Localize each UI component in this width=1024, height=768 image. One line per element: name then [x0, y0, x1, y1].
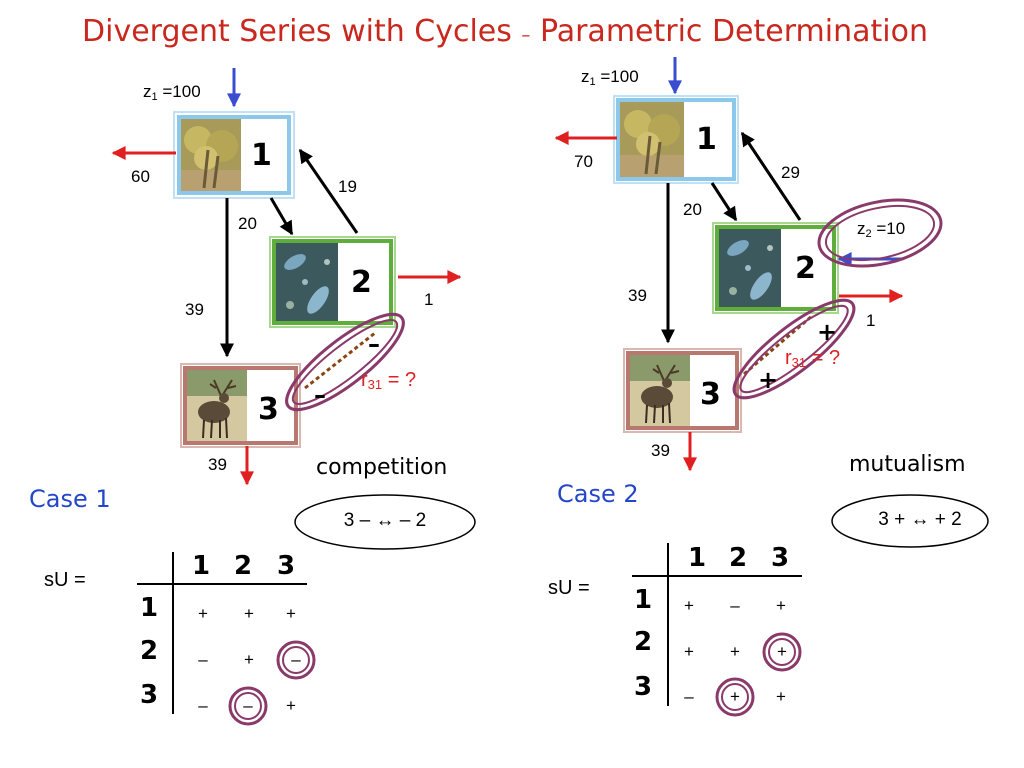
right-relation-ellipse	[831, 494, 989, 548]
left-interaction-label: competition	[316, 455, 448, 480]
left-matrix-cell: +	[244, 650, 254, 669]
left-out1-label: 60	[131, 167, 150, 186]
right-matrix-cell: +	[684, 596, 694, 615]
right-matrix-cell: +	[730, 687, 740, 706]
left-node-1	[173, 111, 295, 199]
right-matrix-col-2: 2	[729, 543, 748, 573]
left-out2-label: 1	[424, 290, 434, 309]
right-matrix-cell: –	[684, 687, 694, 706]
bacteria-image	[276, 243, 338, 321]
left-matrix-row-1: 1	[140, 593, 159, 623]
bacteria-image	[719, 229, 781, 307]
right-matrix-cell: +	[684, 642, 694, 661]
left-node-2	[269, 236, 396, 328]
left-matrix-cell: –	[291, 650, 301, 669]
right-node-1-label: 1	[696, 122, 717, 157]
left-f13-label: 39	[185, 300, 204, 319]
right-out2-label: 1	[866, 311, 876, 330]
right-matrix-cell: +	[730, 642, 740, 661]
left-node-1-label: 1	[251, 138, 272, 173]
left-matrix-row-2: 2	[140, 636, 159, 666]
right-matrix-col-3: 3	[771, 543, 790, 573]
right-case-label: Case 2	[557, 480, 639, 508]
left-node-2-label: 2	[351, 265, 372, 300]
right-f21-label: 29	[781, 163, 800, 182]
right-out3-label: 39	[651, 441, 670, 460]
right-matrix-row-2: 2	[634, 627, 653, 657]
left-matrix-cell: –	[198, 696, 208, 715]
left-diagram	[111, 68, 476, 726]
left-interaction-ring	[285, 312, 405, 412]
left-su-label: sU =	[44, 569, 86, 591]
left-matrix-cell: +	[244, 604, 254, 623]
right-diagram	[554, 57, 989, 717]
left-matrix-col-2: 2	[234, 551, 253, 581]
left-relation-ellipse	[294, 494, 476, 550]
left-node-3-label: 3	[258, 392, 279, 427]
tree-image	[181, 119, 241, 191]
left-z1-label: z1 =100	[143, 82, 201, 103]
right-matrix-cell: +	[776, 687, 786, 706]
right-node-2-label: 2	[795, 251, 816, 286]
left-matrix-row-3: 3	[140, 680, 159, 710]
right-matrix-col-1: 1	[688, 543, 707, 573]
right-r31-label: r31 = ?	[785, 347, 841, 370]
slide-title: Divergent Series with Cycles – Parametri…	[0, 14, 1010, 49]
right-matrix-row-3: 3	[634, 672, 653, 702]
right-sign-2: +	[817, 318, 838, 346]
right-interaction-label: mutualism	[849, 452, 966, 477]
left-f21-label: 19	[338, 177, 357, 196]
left-sign-3: –	[314, 381, 326, 409]
right-out1-label: 70	[574, 152, 593, 171]
left-node-3	[180, 363, 301, 448]
title-rest: Parametric Determination	[539, 14, 928, 49]
right-sign-3: +	[758, 366, 779, 394]
right-node-3-label: 3	[700, 377, 721, 412]
left-sign-2: –	[368, 330, 380, 358]
right-interaction-ring	[732, 298, 856, 400]
left-r31-label: r31 = ?	[361, 369, 417, 392]
left-matrix-cell: +	[286, 696, 296, 715]
left-matrix-col-1: 1	[192, 551, 211, 581]
right-matrix-cell: +	[776, 596, 786, 615]
right-relation-text: 3 + ↔ + 2	[878, 509, 962, 530]
right-f12-label: 20	[683, 200, 702, 219]
left-out3-label: 39	[208, 455, 227, 474]
right-matrix-cell: –	[730, 596, 740, 615]
right-z2-ring	[817, 198, 943, 268]
title-main: Divergent Series with Cycles	[82, 14, 512, 49]
right-node-3	[623, 348, 742, 433]
right-node-1	[613, 95, 739, 184]
left-matrix-cell: –	[243, 696, 253, 715]
tree-image	[620, 102, 684, 177]
left-f12-label: 20	[238, 214, 257, 233]
right-node-2	[712, 222, 839, 314]
left-case-label: Case 1	[29, 485, 111, 513]
title-separator: –	[521, 25, 531, 46]
right-matrix-row-1: 1	[634, 585, 653, 615]
left-matrix-cell: +	[198, 604, 208, 623]
left-matrix-cell: –	[198, 650, 208, 669]
right-z2-label: z2 =10	[857, 219, 906, 240]
right-z1-label: z1 =100	[581, 67, 639, 88]
left-relation-text: 3 – ↔ – 2	[343, 510, 427, 531]
right-matrix-cell: +	[777, 642, 787, 661]
right-su-label: sU =	[548, 577, 590, 599]
elk-image	[187, 370, 247, 441]
right-f13-label: 39	[628, 286, 647, 305]
left-matrix-col-3: 3	[277, 551, 296, 581]
left-matrix-cell: +	[286, 604, 296, 623]
elk-image	[630, 355, 690, 426]
